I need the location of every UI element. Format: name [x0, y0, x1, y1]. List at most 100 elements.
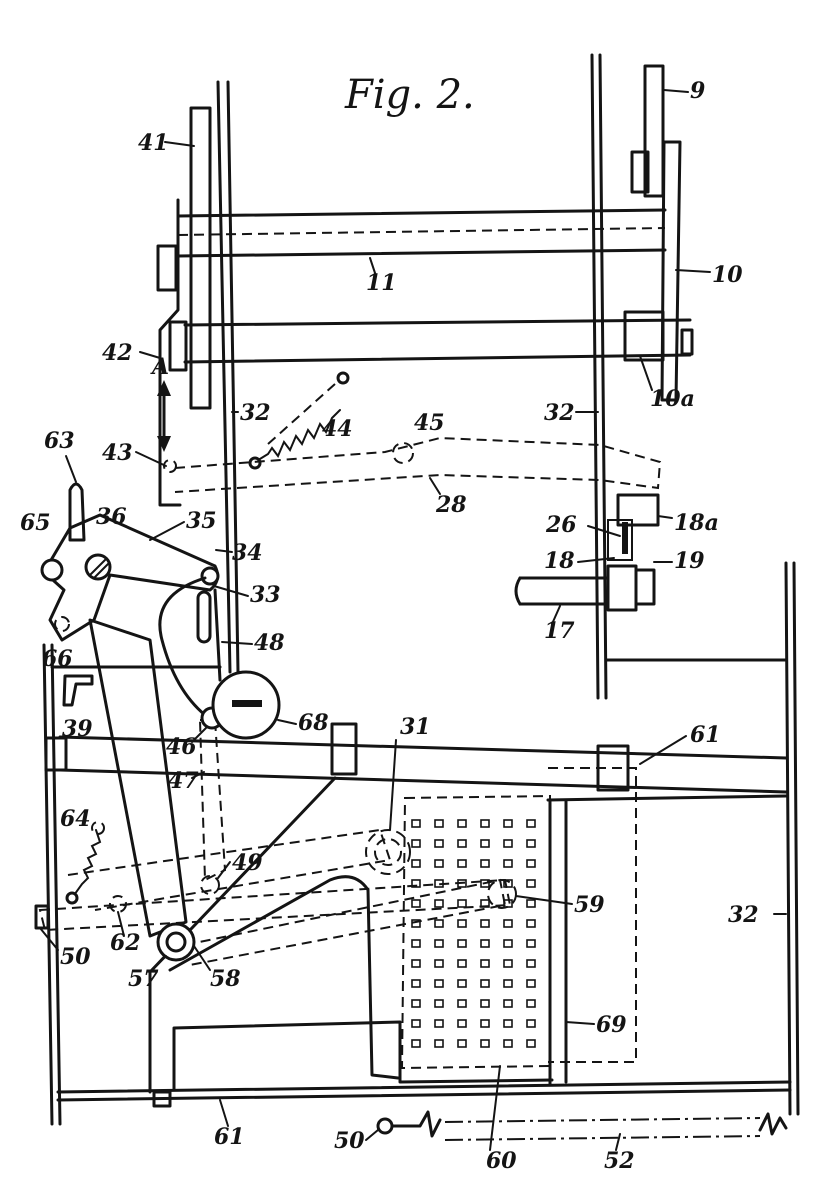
hole	[503, 999, 513, 1008]
label-18: 18	[544, 548, 575, 574]
hole	[480, 839, 490, 848]
hole	[457, 899, 467, 908]
hole	[503, 819, 513, 828]
label-44: 44	[322, 416, 353, 442]
shaft-17	[514, 576, 608, 606]
label-a: A	[150, 354, 169, 380]
hole	[526, 879, 536, 888]
label-31: 31	[400, 714, 431, 740]
label-65: 65	[20, 510, 51, 536]
spring-arm	[158, 576, 207, 717]
hole	[411, 999, 421, 1008]
upper-shafts-11	[156, 208, 692, 372]
spring-44	[254, 409, 341, 463]
label-63: 63	[44, 428, 75, 454]
hole	[411, 879, 421, 888]
hole	[457, 1019, 467, 1028]
hole	[434, 1039, 444, 1048]
pivot-59	[487, 879, 517, 909]
label-18a: 18a	[674, 510, 719, 536]
hole	[434, 939, 444, 948]
hole	[526, 939, 536, 948]
hole	[434, 819, 444, 828]
bracket-42	[158, 198, 182, 507]
label-69: 69	[596, 1012, 627, 1038]
hole	[457, 819, 467, 828]
hole	[480, 859, 490, 868]
slide-bar-41	[189, 106, 212, 410]
bracket-39	[62, 674, 94, 707]
label-66: 66	[42, 646, 73, 672]
label-49: 49	[232, 850, 263, 876]
label-61-bottom: 61	[214, 1124, 245, 1150]
plate-10	[623, 140, 694, 402]
label-60: 60	[486, 1148, 517, 1174]
hole	[480, 979, 490, 988]
hole	[503, 839, 513, 848]
label-58: 58	[210, 966, 241, 992]
spring-52	[376, 1110, 788, 1141]
link-58	[184, 878, 507, 966]
hole	[503, 1039, 513, 1048]
hole	[434, 979, 444, 988]
foot-50-left	[34, 904, 50, 930]
hole	[434, 959, 444, 968]
hole	[480, 919, 490, 928]
hole	[411, 859, 421, 868]
lower-frame-right	[784, 561, 800, 1116]
hole-plate-60	[400, 794, 551, 1070]
hole	[526, 839, 536, 848]
latch-assembly	[606, 493, 660, 612]
hole	[457, 919, 467, 928]
hole	[457, 999, 467, 1008]
hole	[411, 1019, 421, 1028]
hole	[457, 979, 467, 988]
hole	[411, 959, 421, 968]
left-side-plate	[216, 80, 240, 674]
label-10a: 10a	[650, 386, 695, 412]
hole	[434, 1019, 444, 1028]
hole	[480, 1039, 490, 1048]
hole	[480, 819, 490, 828]
label-47: 47	[168, 768, 199, 794]
hole	[434, 899, 444, 908]
label-39: 39	[62, 716, 93, 742]
handle-63	[68, 482, 86, 542]
label-61-top: 61	[690, 722, 721, 748]
label-52: 52	[604, 1148, 635, 1174]
spring-64	[71, 829, 102, 899]
frame-61-lower	[56, 1080, 792, 1108]
hole	[503, 1019, 513, 1028]
hole	[503, 939, 513, 948]
hole	[457, 859, 467, 868]
hole	[526, 819, 536, 828]
pivot-31	[365, 829, 411, 875]
main-lever	[88, 618, 188, 938]
hole	[411, 899, 421, 908]
hole	[526, 899, 536, 908]
label-10: 10	[712, 262, 743, 288]
hole	[526, 1039, 536, 1048]
hole	[526, 979, 536, 988]
hole	[503, 879, 513, 888]
hole	[480, 939, 490, 948]
hole	[503, 979, 513, 988]
hole	[503, 959, 513, 968]
label-59: 59	[574, 892, 605, 918]
label-11: 11	[366, 270, 397, 296]
panel-69	[548, 767, 637, 1063]
hole	[480, 999, 490, 1008]
hole	[434, 999, 444, 1008]
label-32-top-left: 32	[240, 400, 271, 426]
label-64: 64	[60, 806, 91, 832]
hole	[411, 839, 421, 848]
label-36: 36	[96, 504, 127, 530]
label-35: 35	[186, 508, 217, 534]
hole	[457, 939, 467, 948]
label-48: 48	[254, 630, 285, 656]
label-45: 45	[414, 410, 445, 436]
hole	[480, 959, 490, 968]
hole	[503, 859, 513, 868]
hole	[526, 959, 536, 968]
label-9: 9	[690, 78, 705, 104]
